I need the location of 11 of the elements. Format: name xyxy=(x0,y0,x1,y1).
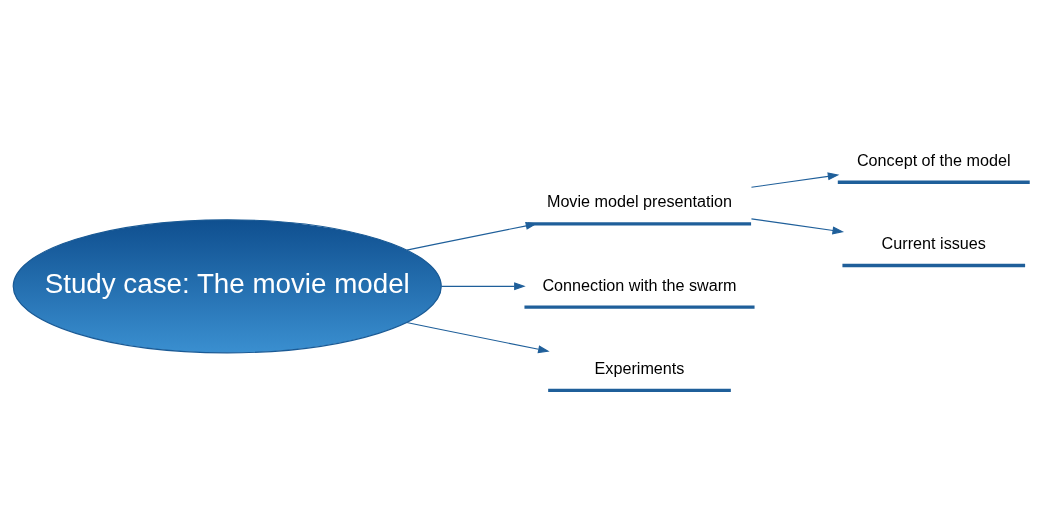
arrow xyxy=(406,321,550,354)
node-ellipse: Study case: The movie model xyxy=(12,219,442,354)
arrow xyxy=(750,218,845,235)
arrow xyxy=(440,282,526,291)
node-text: Concept of the model xyxy=(856,150,1011,169)
arrow xyxy=(406,221,538,251)
node-text: Connection with the swarm xyxy=(542,275,737,294)
arrow xyxy=(750,172,840,188)
node-text: Current issues xyxy=(881,233,986,252)
node-text: Experiments xyxy=(594,358,685,377)
node-text: Movie model presentation xyxy=(546,192,733,211)
